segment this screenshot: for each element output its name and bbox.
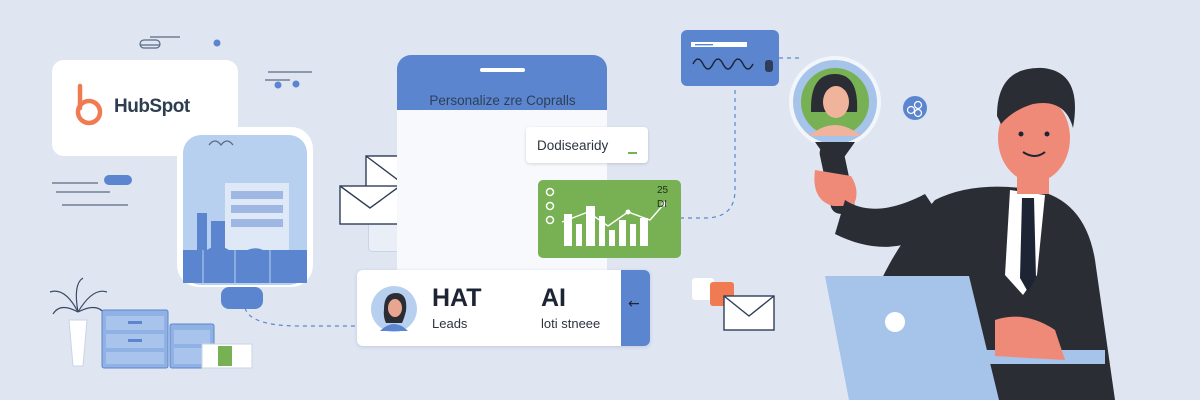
phone-title: Personalize zre Copralls [429, 93, 576, 108]
lead-card-title-right: AI [541, 284, 566, 312]
hubspot-wordmark: HubSpot [114, 96, 190, 117]
envelope-small-icon [692, 278, 775, 331]
plant-icon [49, 277, 108, 367]
chart-label-bottom: DI [657, 199, 667, 210]
molecule-icon [903, 96, 927, 120]
phone-header [397, 55, 607, 117]
decor-dot [213, 39, 221, 47]
avatar-woman-icon [371, 286, 417, 332]
decor-dot [292, 80, 300, 88]
lead-card-accent [621, 270, 650, 346]
phone-notch [480, 68, 525, 72]
decor-pill-top [139, 39, 161, 49]
building-card [177, 127, 313, 309]
waveform-card [681, 30, 779, 86]
laptop-icon [825, 276, 999, 400]
chart-graphic [545, 187, 667, 246]
lead-card-subtitle-right: loti stneee [541, 316, 601, 331]
filing-cabinets-icon [101, 309, 253, 369]
tooltip-text: Dodisearidy [537, 138, 609, 153]
lead-card-subtitle-left: Leads [432, 316, 468, 331]
lead-card-title-left: HAT [432, 284, 482, 312]
tooltip-card [526, 127, 648, 163]
decor-pill [104, 175, 132, 185]
chart-label-top: 25 [657, 185, 669, 196]
decor-dot [274, 81, 282, 89]
businessman-illustration [789, 56, 1115, 400]
tooltip-underline [628, 152, 637, 154]
waveform-icon [691, 42, 773, 72]
arrow-left-icon[interactable]: ← [628, 296, 640, 312]
decor-dashes-topleft [52, 36, 312, 206]
hubspot-logo-icon [75, 83, 103, 126]
